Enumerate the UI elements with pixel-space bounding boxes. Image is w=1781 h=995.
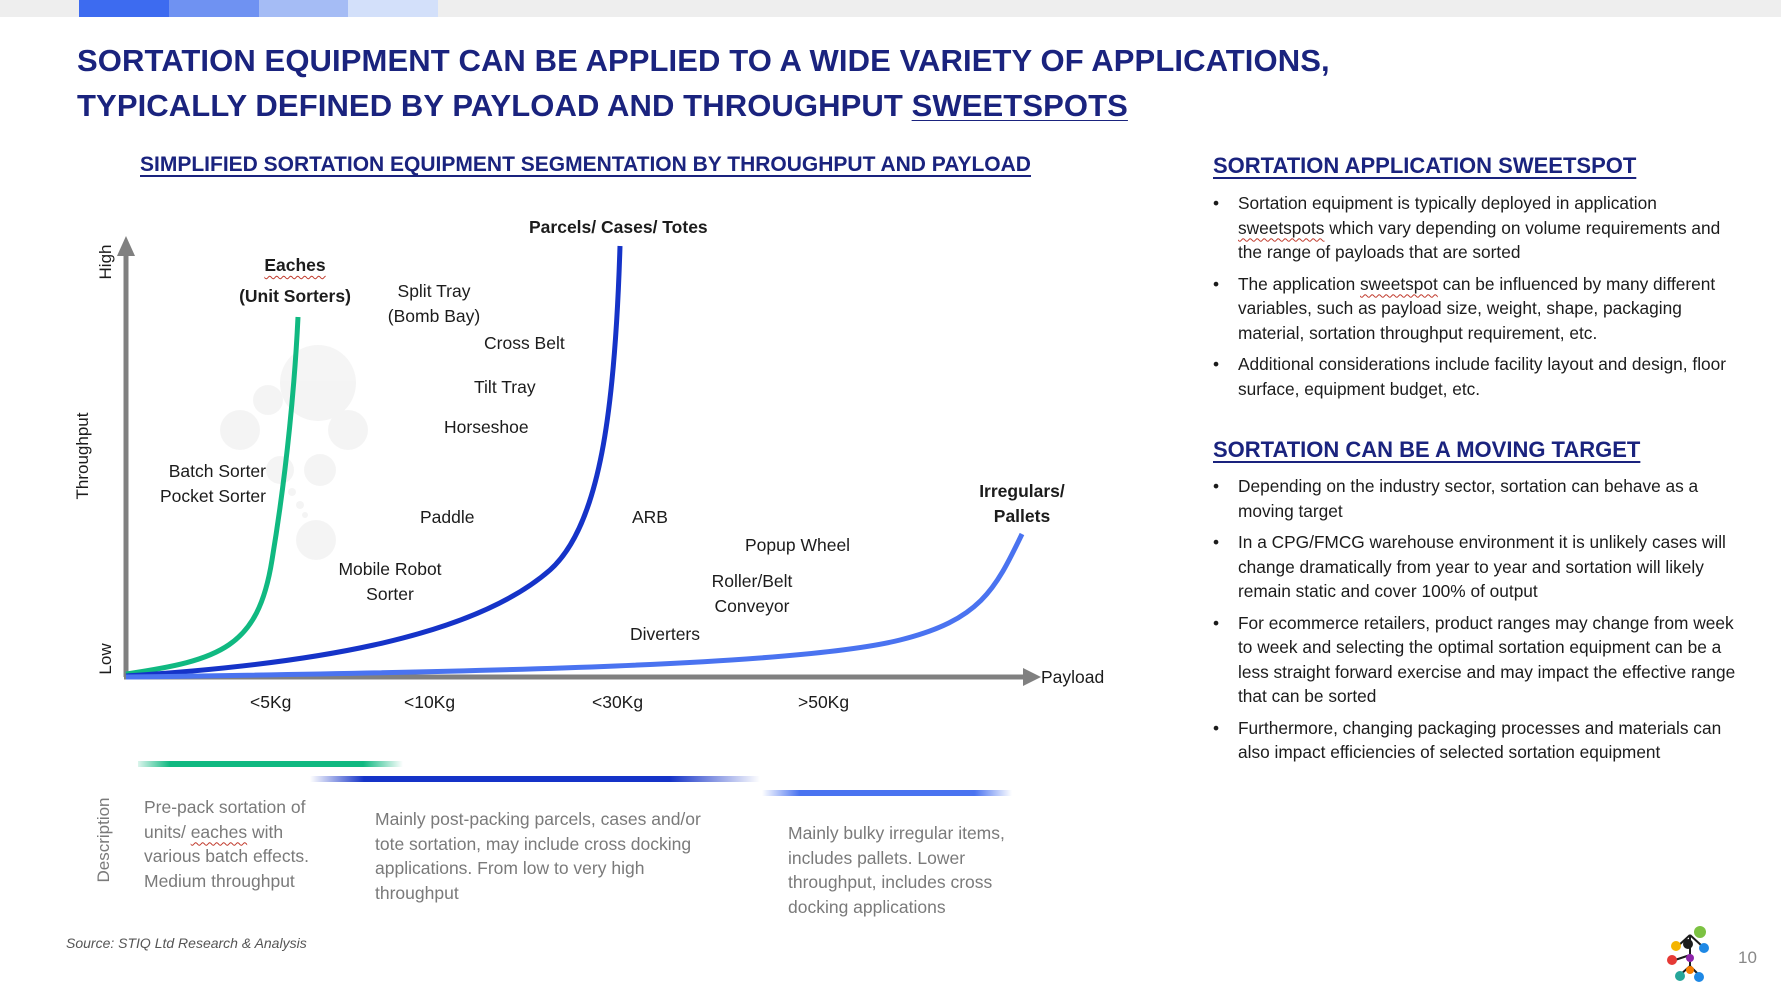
bullet-item: The application sweetspot can be influen… xyxy=(1213,272,1738,346)
y-axis-high-label: High xyxy=(96,244,115,280)
roller-belt-line-2: Conveyor xyxy=(714,596,790,616)
top-strip-segment-4 xyxy=(348,0,438,17)
eaches-desc-2c: with xyxy=(247,821,284,842)
mobile-robot-line-2: Sorter xyxy=(366,584,414,604)
y-axis xyxy=(117,236,135,677)
diverters-label: Diverters xyxy=(630,624,701,644)
top-strip-segment-1 xyxy=(79,0,169,17)
bullet-item: Additional considerations include facili… xyxy=(1213,352,1738,401)
parcels-description: Mainly post-packing parcels, cases and/o… xyxy=(375,809,701,903)
split-tray-line-2: (Bomb Bay) xyxy=(387,306,481,326)
eaches-curve xyxy=(125,316,301,677)
x-tick-label: >50Kg xyxy=(798,692,850,712)
eaches-desc-2a: units/ xyxy=(144,821,191,842)
split-tray-label: Split Tray (Bomb Bay) xyxy=(380,279,488,329)
popup-wheel-label: Popup Wheel xyxy=(745,535,851,555)
bullet-text: which vary depending on volume requireme… xyxy=(1238,217,1721,263)
batch-pocket-sorter-label: Batch Sorter Pocket Sorter xyxy=(150,459,266,509)
batch-sorter: Batch Sorter xyxy=(168,461,266,481)
bullet-item: Furthermore, changing packaging processe… xyxy=(1213,716,1738,765)
x-tick-label: <5Kg xyxy=(250,692,292,712)
stiq-logo xyxy=(1667,926,1709,982)
x-axis-title: Payload xyxy=(1041,667,1105,687)
eaches-description: Pre-pack sortation of units/ eaches with… xyxy=(144,795,344,893)
horseshoe-label: Horseshoe xyxy=(444,417,529,437)
cross-belt-label: Cross Belt xyxy=(484,333,565,353)
roller-belt-conveyor-label: Roller/Belt Conveyor xyxy=(702,569,802,619)
bullet-item: In a CPG/FMCG warehouse environment it i… xyxy=(1213,530,1738,604)
page-title-line-2-prefix: TYPICALLY DEFINED BY PAYLOAD AND THROUGH… xyxy=(77,88,912,123)
page-title: SORTATION EQUIPMENT CAN BE APPLIED TO A … xyxy=(77,38,1477,128)
tilt-tray-label: Tilt Tray xyxy=(474,377,536,397)
roller-belt-line-1: Roller/Belt xyxy=(711,571,793,591)
section-title-moving-target: SORTATION CAN BE A MOVING TARGET xyxy=(1213,437,1641,462)
watermark-logo xyxy=(220,345,368,560)
bullet-text-sweetspot: sweetspot xyxy=(1360,273,1438,294)
parcels-curve-label: Parcels/ Cases/ Totes xyxy=(529,217,708,237)
eaches-desc-line-3: various batch effects. xyxy=(144,846,310,866)
eaches-title: Eaches xyxy=(264,255,326,275)
mobile-robot-line-1: Mobile Robot xyxy=(338,559,442,579)
paddle-label: Paddle xyxy=(420,507,475,527)
irregulars-range-bar xyxy=(762,790,1012,796)
irregulars-curve-label: Irregulars/ Pallets xyxy=(972,479,1072,529)
source-note: Source: STIQ Ltd Research & Analysis xyxy=(66,935,307,951)
top-strip-segment-3 xyxy=(259,0,348,17)
irregulars-title: Irregulars/ xyxy=(979,481,1065,501)
bullet-text: Sortation equipment is typically deploye… xyxy=(1238,193,1657,213)
eaches-desc-line-4: Medium throughput xyxy=(144,870,295,891)
irregulars-subtitle: Pallets xyxy=(993,506,1051,526)
irregulars-description: Mainly bulky irregular items, includes p… xyxy=(788,823,1005,917)
bullet-text: can be influenced by many different vari… xyxy=(1238,273,1716,343)
eaches-desc-2b: eaches xyxy=(190,821,248,842)
section-title-sweetspot: SORTATION APPLICATION SWEETSPOT xyxy=(1213,153,1637,178)
diagram-title: SIMPLIFIED SORTATION EQUIPMENT SEGMENTAT… xyxy=(140,153,1031,176)
split-tray-line-1: Split Tray xyxy=(397,281,471,301)
description-label: Description xyxy=(94,797,113,883)
page-title-line-1: SORTATION EQUIPMENT CAN BE APPLIED TO A … xyxy=(77,43,1330,78)
eaches-curve-label: Eaches (Unit Sorters) xyxy=(238,253,352,309)
page-title-line-2: TYPICALLY DEFINED BY PAYLOAD AND THROUGH… xyxy=(77,83,1477,128)
y-axis-low-label: Low xyxy=(96,643,115,675)
page-title-sweetspots: SWEETSPOTS xyxy=(911,88,1128,123)
eaches-subtitle: (Unit Sorters) xyxy=(239,286,351,306)
x-tick-label: <10Kg xyxy=(404,692,456,712)
x-tick-label: <30Kg xyxy=(592,692,644,712)
top-strip-segment-2 xyxy=(169,0,259,17)
bullet-text-sweetspots: sweetspots xyxy=(1238,217,1325,238)
moving-target-bullet-list: Depending on the industry sector, sortat… xyxy=(1213,474,1738,772)
sweetspot-bullet-list: Sortation equipment is typically deploye… xyxy=(1213,191,1738,408)
irregulars-curve xyxy=(125,532,1025,680)
bullet-item: Sortation equipment is typically deploye… xyxy=(1213,191,1738,265)
eaches-desc-line-1: Pre-pack sortation of xyxy=(144,797,306,817)
parcels-range-bar xyxy=(310,776,760,782)
bullet-item: For ecommerce retailers, product ranges … xyxy=(1213,611,1738,709)
page-number: 10 xyxy=(1738,948,1757,967)
eaches-range-bar xyxy=(138,761,403,767)
pocket-sorter: Pocket Sorter xyxy=(159,486,266,506)
y-axis-title: Throughput xyxy=(73,412,92,500)
arb-label: ARB xyxy=(632,507,668,527)
bullet-text: The application xyxy=(1238,273,1361,294)
bullet-item: Depending on the industry sector, sortat… xyxy=(1213,474,1738,523)
parcels-curve xyxy=(125,245,623,679)
top-strip xyxy=(0,0,1781,17)
eaches-desc-line-2: units/ eaches with xyxy=(144,820,344,845)
mobile-robot-sorter-label: Mobile Robot Sorter xyxy=(328,557,452,607)
